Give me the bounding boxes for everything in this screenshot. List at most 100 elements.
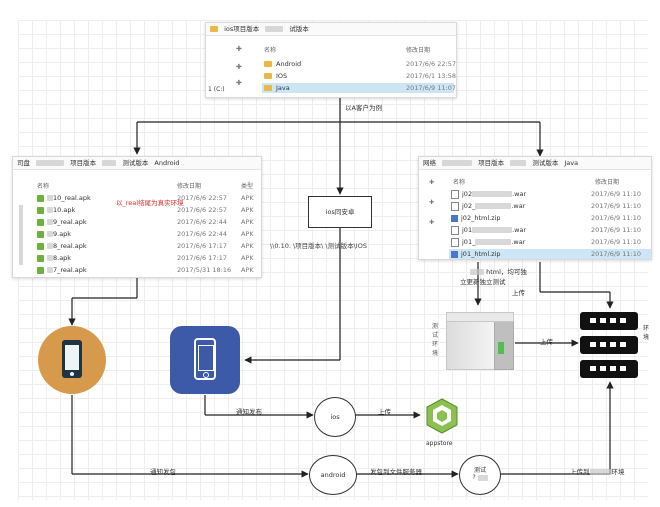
pin-icon: ✚	[236, 45, 242, 53]
folder-icon	[264, 73, 272, 79]
prod-server-rack-icon	[580, 312, 640, 382]
file-date: 2017/6/9 11:10	[591, 226, 641, 234]
column-header-type[interactable]: 类型	[241, 183, 254, 190]
file-row[interactable]: 10.apk 2017/6/6 22:57 APK	[37, 205, 261, 215]
notify-publish-label: 通知发布	[236, 408, 262, 416]
file-date: 2017/6/6 22:57	[177, 194, 227, 202]
upload-to-prod-label: 上传	[540, 338, 553, 346]
scrollbar[interactable]	[19, 205, 23, 265]
apk-icon	[37, 218, 44, 226]
file-row[interactable]: 9_real.apk 2017/6/6 22:44 APK	[37, 217, 261, 227]
breadcrumb-android[interactable]: Android	[154, 159, 180, 167]
column-header-date[interactable]: 修改日期	[595, 179, 620, 186]
file-type: APK	[241, 266, 254, 274]
independent-update-note-1: html，均可独	[470, 266, 527, 276]
file-row[interactable]: j02_.war 2017/6/9 11:10	[451, 201, 651, 211]
top-file-explorer: ios项目版本 试版本 名称 修改日期 Android 2017/6/6 22:…	[205, 22, 457, 98]
ios-same-as-android-box: ios同安卓	[308, 196, 372, 228]
item-name: IOS	[276, 72, 288, 80]
ios-path-label: \\0.10. \项目版本\ \测试版本\IOS	[270, 242, 367, 250]
file-row[interactable]: 8_real.apk 2017/6/6 17:17 APK	[37, 241, 261, 251]
real-env-note: 以_real结尾为真实环境	[116, 199, 184, 207]
breadcrumb-java[interactable]: Java	[564, 159, 579, 167]
upload-ios-label: 上传	[378, 408, 391, 416]
list-item-selected[interactable]: Java 2017/6/9 11:07	[262, 83, 456, 93]
column-header-date[interactable]: 修改日期	[177, 183, 202, 190]
breadcrumb-root[interactable]: 网络	[423, 159, 436, 167]
file-icon	[451, 225, 459, 235]
file-icon	[451, 189, 459, 199]
breadcrumb-root[interactable]: 司盘	[17, 159, 30, 167]
file-date: 2017/6/6 22:57	[177, 206, 227, 214]
file-date: 2017/6/9 11:10	[591, 238, 641, 246]
breadcrumb: 司盘 项目版本 测试版本 Android	[13, 157, 261, 170]
java-file-explorer: 网络 项目版本 测试版本 Java 名称 修改日期 ✚ ✚ ✚ j02.war …	[418, 156, 652, 260]
file-name: 7_real.apk	[53, 266, 87, 274]
file-ext: .war	[511, 238, 526, 246]
apk-icon	[37, 242, 44, 250]
file-name: 10_real.apk	[53, 194, 91, 202]
breadcrumb-test[interactable]: 试版本	[289, 25, 309, 33]
column-header-name[interactable]: 名称	[453, 179, 466, 186]
grid-background	[18, 20, 648, 500]
breadcrumb: 网络 项目版本 测试版本 Java	[419, 157, 651, 170]
test-circle-label: 测试	[473, 467, 486, 474]
file-row[interactable]: 7_real.apk 2017/5/31 18:16 APK	[37, 265, 261, 275]
test-circle: 测试 ?	[459, 455, 501, 495]
file-name: j02_html.zip	[461, 214, 501, 222]
file-name: j01_html.zip	[461, 250, 501, 258]
folder-icon	[210, 26, 218, 32]
column-header-name[interactable]: 名称	[264, 47, 277, 54]
ios-circle: ios	[314, 397, 356, 437]
file-date: 2017/6/6 22:44	[177, 218, 227, 226]
publish-to-server-label: 发包到文件服务器	[370, 468, 422, 476]
appstore-label: appstore	[426, 440, 453, 447]
column-header-name[interactable]: 名称	[37, 183, 50, 190]
file-row[interactable]: j02_html.zip 2017/6/9 11:10	[451, 213, 651, 223]
drive-label[interactable]: 1 (C:)	[208, 86, 225, 93]
list-item[interactable]: Android 2017/6/6 22:57	[264, 59, 456, 69]
folder-icon	[264, 61, 272, 67]
file-type: APK	[241, 194, 254, 202]
item-name: Android	[276, 60, 302, 68]
android-phone-circle	[38, 326, 106, 394]
file-date: 2017/6/9 11:10	[591, 214, 641, 222]
file-row[interactable]: j01_.war 2017/6/9 11:10	[451, 237, 651, 247]
file-name: j02	[462, 190, 473, 198]
file-row-selected[interactable]: j01_html.zip 2017/6/9 11:10	[449, 249, 651, 259]
file-type: APK	[241, 206, 254, 214]
file-date: 2017/6/9 11:10	[591, 202, 641, 210]
item-date: 2017/6/6 22:57	[406, 60, 456, 68]
column-header-date[interactable]: 修改日期	[406, 47, 431, 54]
breadcrumb-test[interactable]: 测试版本	[122, 159, 149, 167]
apk-icon	[37, 194, 44, 202]
item-date: 2017/6/1 13:58	[406, 72, 456, 80]
breadcrumb-project[interactable]: ios项目版本	[224, 25, 260, 33]
file-row[interactable]: 9.apk 2017/6/6 22:44 APK	[37, 229, 261, 239]
file-row[interactable]: 8.apk 2017/6/6 17:17 APK	[37, 253, 261, 263]
file-row[interactable]: j02.war 2017/6/9 11:10	[451, 189, 651, 199]
independent-update-note-2: 立更新独立测试	[460, 278, 506, 286]
breadcrumb-project[interactable]: 项目版本	[70, 159, 97, 167]
file-name: 9.apk	[53, 230, 72, 238]
item-date: 2017/6/9 11:07	[406, 84, 456, 92]
file-date: 2017/6/9 11:10	[591, 250, 641, 258]
file-type: APK	[241, 242, 254, 250]
file-row[interactable]: 10_real.apk 2017/6/6 22:57 APK	[37, 193, 261, 203]
file-date: 2017/6/6 22:44	[177, 230, 227, 238]
file-date: 2017/6/9 11:10	[591, 190, 641, 198]
upload-label: 上传	[512, 289, 525, 297]
breadcrumb: ios项目版本 试版本	[206, 23, 456, 36]
file-name: 10.apk	[53, 206, 76, 214]
zip-icon	[451, 214, 458, 222]
file-ext: .war	[512, 226, 527, 234]
apk-icon	[37, 266, 44, 274]
list-item[interactable]: IOS 2017/6/1 13:58	[264, 71, 456, 81]
breadcrumb-project[interactable]: 项目版本	[478, 159, 505, 167]
file-icon	[451, 201, 459, 211]
ios-box-label: ios同安卓	[325, 208, 355, 216]
breadcrumb-test[interactable]: 测试版本	[532, 159, 559, 167]
file-name: 8.apk	[53, 254, 72, 262]
file-row[interactable]: j01.war 2017/6/9 11:10	[451, 225, 651, 235]
phone-icon	[62, 340, 82, 378]
